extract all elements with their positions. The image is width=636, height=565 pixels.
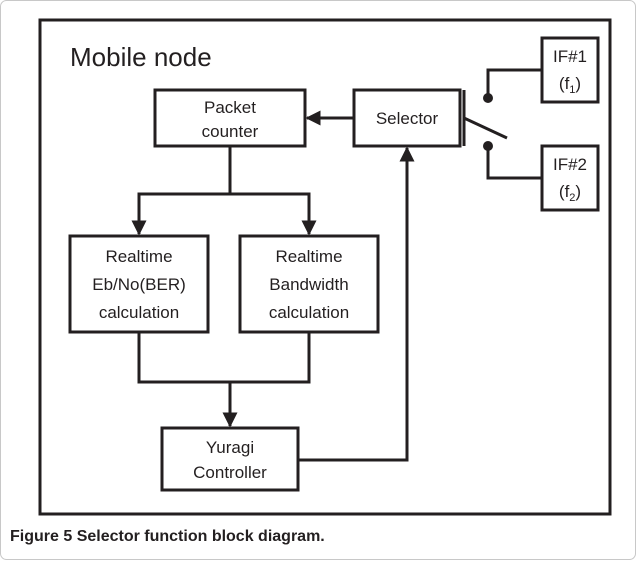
- yuragi-controller-line1: Yuragi: [206, 438, 254, 457]
- bandwidth-calculation-line1: Realtime: [275, 247, 342, 266]
- selector-block: [352, 88, 462, 148]
- ber-calculation-line2: Eb/No(BER): [92, 275, 186, 294]
- switch-lever: [463, 116, 508, 140]
- counter-to-bandwidth-arrow: [230, 192, 317, 236]
- packet-counter-label-line1: Packet: [204, 98, 256, 117]
- ber-calculation-line1: Realtime: [105, 247, 172, 266]
- if2-block: [540, 144, 600, 212]
- if2-wire: [486, 146, 542, 180]
- ber-calculation-line3: calculation: [99, 303, 179, 322]
- selector-label: Selector: [376, 109, 439, 128]
- bandwidth-calculation-line3: calculation: [269, 303, 349, 322]
- if1-label: IF#1: [553, 47, 587, 66]
- if2-frequency: (f2): [559, 182, 581, 204]
- yuragi-to-selector-arrow: [298, 146, 415, 462]
- mobile-node-label: Mobile node: [70, 42, 212, 72]
- yuragi-controller-line2: Controller: [193, 463, 267, 482]
- figure-caption: Figure 5 Selector function block diagram…: [10, 528, 325, 546]
- if1-wire: [486, 68, 542, 98]
- if2-label: IF#2: [553, 155, 587, 174]
- yuragi-controller-block: [160, 426, 300, 492]
- packet-counter-label-line2: counter: [202, 122, 259, 141]
- caption-label: Figure 5: [10, 528, 73, 545]
- ber-calculation-block: [68, 234, 210, 334]
- counter-to-ber-arrow: [131, 146, 232, 236]
- calc-merge-line: [137, 332, 311, 384]
- if1-frequency: (f1): [559, 74, 581, 96]
- caption-text: Selector function block diagram.: [76, 528, 325, 545]
- if1-block: [540, 36, 600, 104]
- bandwidth-calculation-line2: Bandwidth: [269, 275, 348, 294]
- mobile-node-container: [38, 18, 612, 516]
